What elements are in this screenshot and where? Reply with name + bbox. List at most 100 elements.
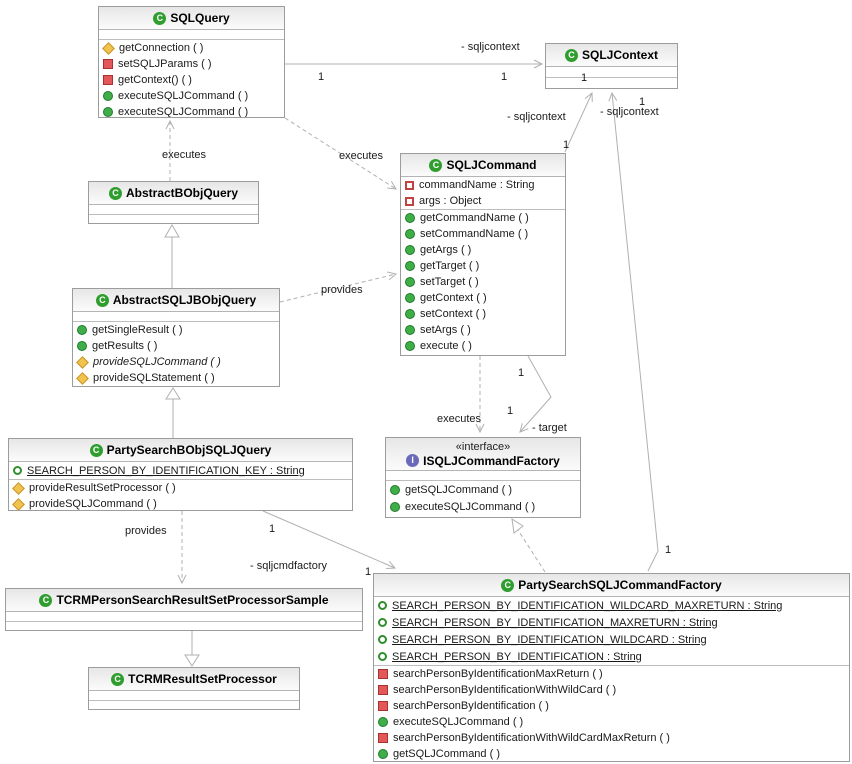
method-row[interactable]: executeSQLJCommand ( ) [374,714,849,730]
class-sqljcontext[interactable]: C SQLJContext [545,43,678,89]
methods-compartment: getConnection ( ) setSQLJParams ( ) getC… [99,39,284,117]
methods-compartment [6,621,362,630]
class-icon: C [89,443,103,457]
class-icon: C [108,186,122,200]
method-label: executeSQLJCommand ( ) [393,716,524,728]
public-attribute-icon [13,466,22,475]
class-icon: C [153,11,167,25]
class-sqljcommand[interactable]: C SQLJCommand commandName : String args … [400,153,566,356]
attribute-row[interactable]: SEARCH_PERSON_BY_IDENTIFICATION_MAXRETUR… [374,614,849,631]
class-sqlquery[interactable]: C SQLQuery getConnection ( ) setSQLJPara… [98,6,285,118]
public-attribute-icon [378,652,387,661]
class-header: C TCRMPersonSearchResultSetProcessorSamp… [6,589,362,612]
multiplicity-label: 1 [318,71,325,83]
method-row[interactable]: getArgs ( ) [401,242,565,258]
association-factory-sqljcontext[interactable] [608,91,659,572]
method-row[interactable]: provideSQLJCommand ( ) [9,496,352,510]
method-row[interactable]: getResults ( ) [73,338,279,354]
private-method-icon [378,701,388,711]
attribute-label: SEARCH_PERSON_BY_IDENTIFICATION_KEY : St… [27,464,305,477]
class-abstractbobjquery[interactable]: C AbstractBObjQuery [88,181,259,224]
attribute-row[interactable]: SEARCH_PERSON_BY_IDENTIFICATION_WILDCARD… [374,597,849,614]
attribute-row[interactable]: SEARCH_PERSON_BY_IDENTIFICATION : String [374,648,849,665]
realization-factory-isqljcommandfactory[interactable] [517,529,546,573]
association-sqljcommand-target[interactable] [519,355,552,433]
attribute-row[interactable]: SEARCH_PERSON_BY_IDENTIFICATION_KEY : St… [9,462,352,479]
method-row[interactable]: searchPersonByIdentificationWithWildCard… [374,730,849,746]
methods-compartment: getSQLJCommand ( ) executeSQLJCommand ( … [386,480,580,517]
method-row[interactable]: setTarget ( ) [401,274,565,290]
method-label: provideSQLJCommand ( ) [29,498,157,510]
method-row[interactable]: setCommandName ( ) [401,226,565,242]
class-partysearchbobjsqljquery[interactable]: C PartySearchBObjSQLJQuery SEARCH_PERSON… [8,438,353,511]
attributes-compartment [89,205,258,214]
public-attribute-icon [378,635,387,644]
edge-label-sqljcontext: - sqljcontext [600,106,659,118]
method-label: execute ( ) [420,340,472,352]
method-row[interactable]: provideSQLStatement ( ) [73,370,279,386]
class-title: TCRMResultSetProcessor [128,672,277,686]
method-label: provideSQLJCommand ( ) [93,356,221,368]
method-row[interactable]: executeSQLJCommand ( ) [386,498,580,515]
public-attribute-icon [378,618,387,627]
method-row[interactable]: searchPersonByIdentification ( ) [374,698,849,714]
method-row[interactable]: getContext ( ) [401,290,565,306]
class-abstractsqljbobjquery[interactable]: C AbstractSQLJBObjQuery getSingleResult … [72,288,280,387]
method-row[interactable]: getSQLJCommand ( ) [386,481,580,498]
method-label: searchPersonByIdentification ( ) [393,700,549,712]
method-row[interactable]: executeSQLJCommand ( ) [99,104,284,117]
method-row[interactable]: searchPersonByIdentificationWithWildCard… [374,682,849,698]
method-row[interactable]: getCommandName ( ) [401,210,565,226]
method-row[interactable]: setArgs ( ) [401,322,565,338]
public-method-icon [390,501,400,512]
method-label: getCommandName ( ) [420,212,529,224]
method-row[interactable]: getSingleResult ( ) [73,322,279,338]
dependency-provides-abstractsqlj-sqljcommand[interactable] [279,271,398,303]
multiplicity-label: 1 [581,72,588,84]
dependency-executes-sqlquery-sqljcommand[interactable] [284,117,397,190]
class-partysearchsqljcommandfactory[interactable]: C PartySearchSQLJCommandFactory SEARCH_P… [373,573,850,762]
association-query-sqljcmdfactory[interactable] [262,510,397,569]
class-icon: C [95,293,109,307]
class-header: C PartySearchSQLJCommandFactory [374,574,849,597]
attribute-row[interactable]: SEARCH_PERSON_BY_IDENTIFICATION_WILDCARD… [374,631,849,648]
method-row[interactable]: execute ( ) [401,338,565,354]
method-label: getSingleResult ( ) [92,324,183,336]
private-method-icon [378,669,388,679]
attributes-compartment: SEARCH_PERSON_BY_IDENTIFICATION_KEY : St… [9,462,352,479]
method-label: executeSQLJCommand ( ) [118,90,249,102]
class-tcrmresultsetprocessor[interactable]: C TCRMResultSetProcessor [88,667,300,710]
method-row[interactable]: searchPersonByIdentificationMaxReturn ( … [374,666,849,682]
method-row[interactable]: executeSQLJCommand ( ) [99,88,284,104]
class-icon: C [429,158,443,172]
attribute-row[interactable]: commandName : String [401,177,565,193]
methods-compartment: getCommandName ( ) setCommandName ( ) ge… [401,209,565,355]
attribute-row[interactable]: args : Object [401,193,565,209]
method-row[interactable]: getSQLJCommand ( ) [374,746,849,761]
attribute-label: args : Object [419,195,482,207]
class-title: AbstractBObjQuery [125,186,239,200]
protected-method-icon [102,41,115,55]
method-row[interactable]: setContext ( ) [401,306,565,322]
attributes-compartment [99,30,284,39]
private-method-icon [103,75,113,85]
association-sqljcommand-sqljcontext[interactable] [564,91,593,153]
interface-isqljcommandfactory[interactable]: «interface» I ISQLJCommandFactory getSQL… [385,437,581,518]
method-row[interactable]: getTarget ( ) [401,258,565,274]
method-label: getSQLJCommand ( ) [393,748,500,760]
class-tcrmpersonsearchresultsetprocessorsample[interactable]: C TCRMPersonSearchResultSetProcessorSamp… [5,588,363,631]
interface-header: «interface» I ISQLJCommandFactory [386,438,580,471]
class-title: SQLJContext [581,48,658,62]
class-header: C TCRMResultSetProcessor [89,668,299,691]
attributes-compartment [546,67,677,77]
method-row[interactable]: provideResultSetProcessor ( ) [9,480,352,496]
method-label: setSQLJParams ( ) [118,58,212,70]
method-row[interactable]: getContext() ( ) [99,72,284,88]
edge-label-provides: provides [125,525,167,537]
method-row[interactable]: provideSQLJCommand ( ) [73,354,279,370]
method-row[interactable]: setSQLJParams ( ) [99,56,284,72]
method-row[interactable]: getConnection ( ) [99,40,284,56]
edge-label-executes: executes [339,150,384,162]
